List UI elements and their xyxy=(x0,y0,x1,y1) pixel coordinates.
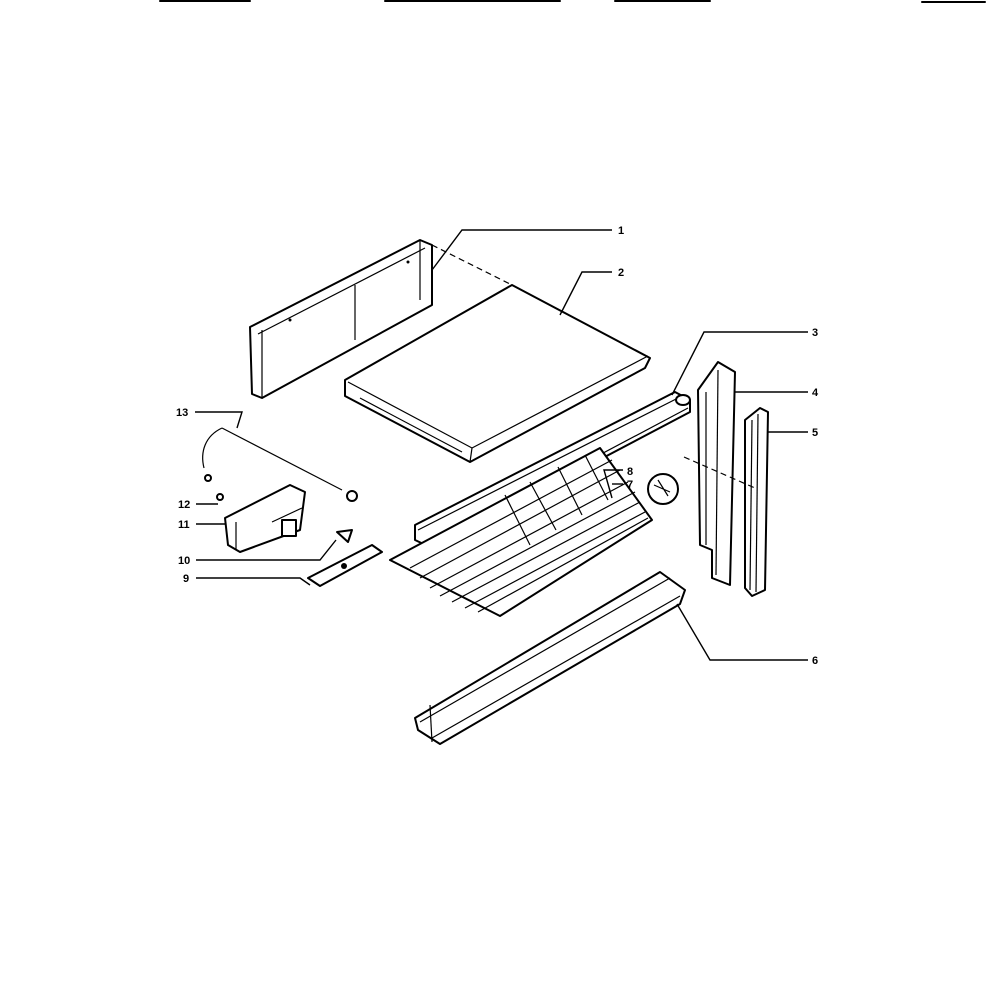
callout-9: 9 xyxy=(183,573,189,585)
part-7-8-rack xyxy=(389,447,679,617)
callout-3: 3 xyxy=(812,327,818,339)
small-components xyxy=(202,427,383,587)
callout-5: 5 xyxy=(812,427,818,439)
part-6-bottom-rail xyxy=(414,571,686,745)
callout-11: 11 xyxy=(178,519,190,531)
callout-10: 10 xyxy=(178,555,190,567)
part-1-back-panel xyxy=(249,239,433,399)
scan-artifact-top xyxy=(159,0,986,3)
callout-labels: 1 2 3 4 5 6 7 8 9 10 11 12 13 xyxy=(176,225,819,667)
leader-lines xyxy=(195,229,808,661)
callout-1: 1 xyxy=(618,225,624,237)
callout-8: 8 xyxy=(627,466,633,478)
callout-12: 12 xyxy=(178,499,190,511)
part-5-side-channel xyxy=(744,407,769,597)
callout-7: 7 xyxy=(627,479,633,491)
callout-13: 13 xyxy=(176,407,188,419)
part-4-side-rail xyxy=(697,361,736,586)
part-2-top-panel xyxy=(344,284,651,463)
callout-6: 6 xyxy=(812,655,818,667)
callout-2: 2 xyxy=(618,267,624,279)
callout-4: 4 xyxy=(812,387,819,399)
